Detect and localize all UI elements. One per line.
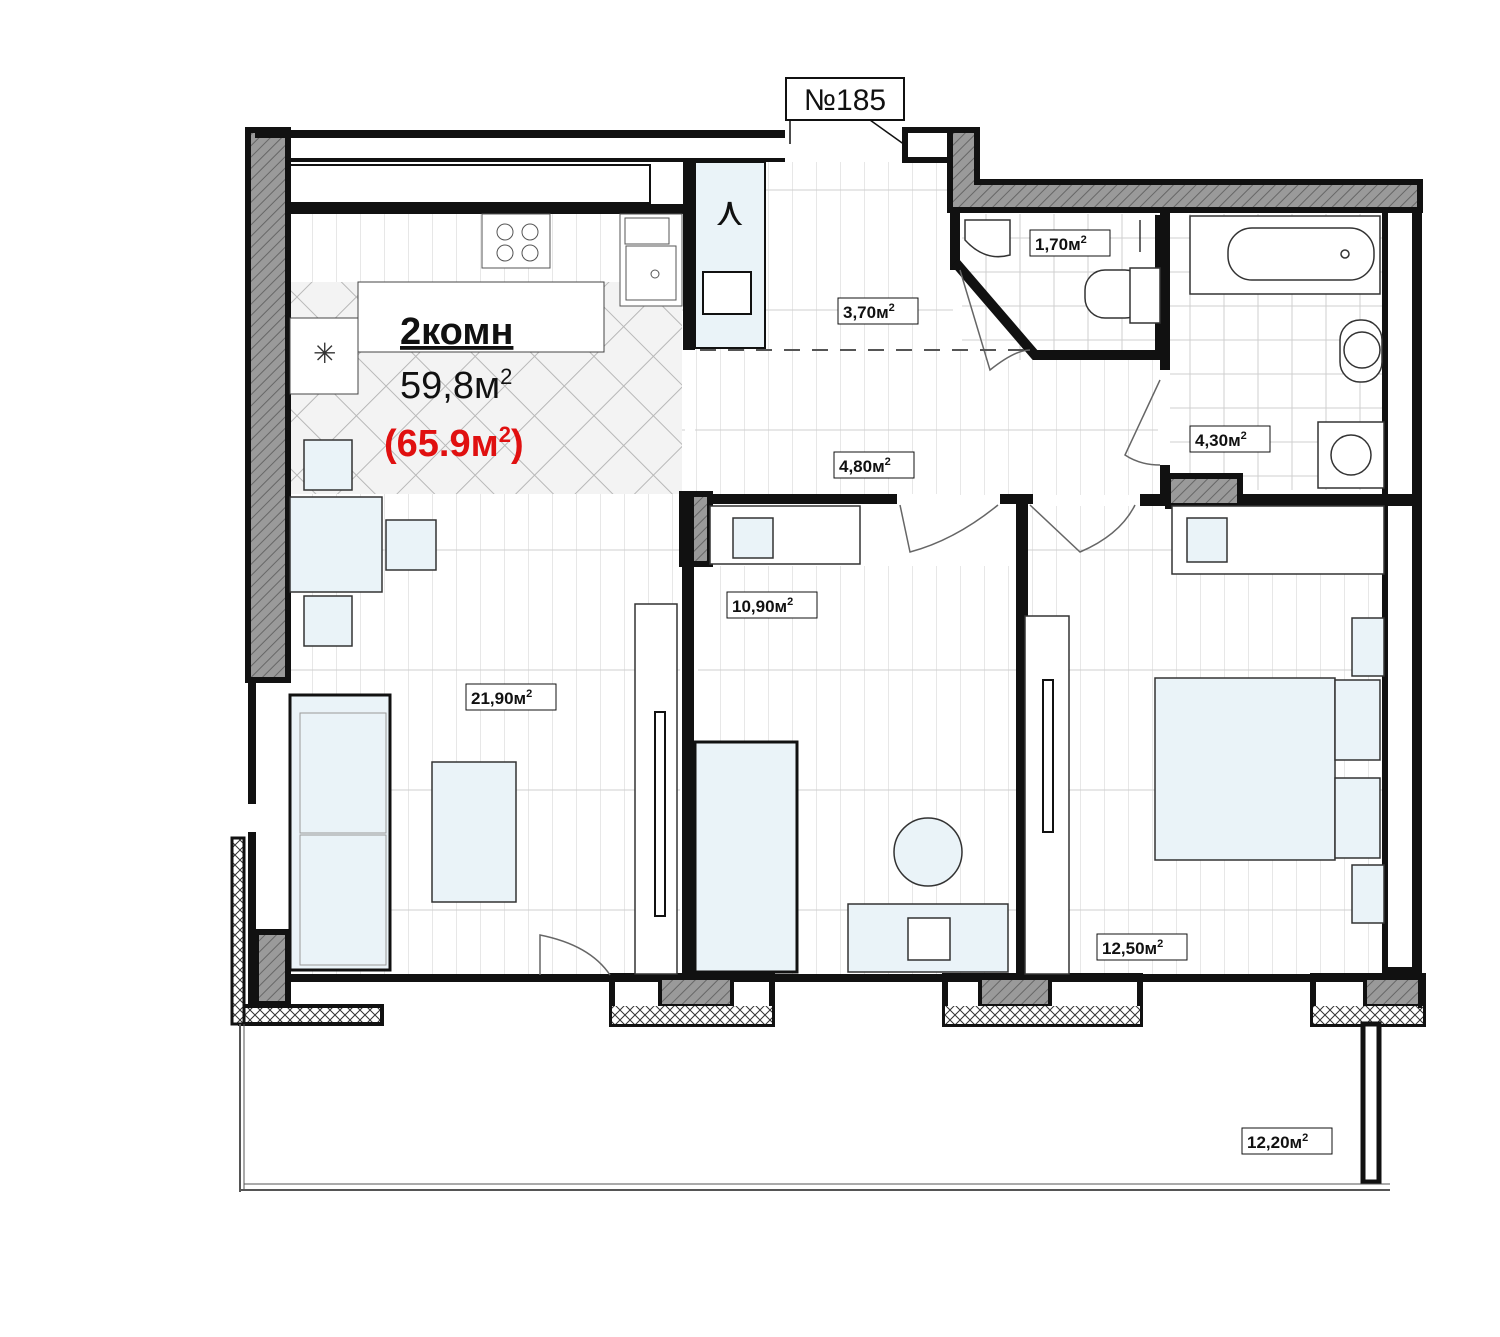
stove-icon bbox=[481, 213, 551, 269]
room-area-bathroom-small: 1,70м2 bbox=[1035, 234, 1087, 254]
room-area-bedroom: 12,50м2 bbox=[1102, 938, 1163, 958]
living-furniture bbox=[288, 439, 678, 975]
walls bbox=[230, 127, 1426, 1192]
room-area-closet: 3,70м2 bbox=[843, 302, 895, 322]
room-area-loggia: 12,20м2 bbox=[1247, 1132, 1308, 1152]
apartment-total-area: (65.9м2) bbox=[384, 422, 524, 465]
hallway-closet: ⋏ bbox=[694, 161, 766, 349]
room-area-hallway: 4,80м2 bbox=[839, 456, 891, 476]
room-area-bathroom: 4,30м2 bbox=[1195, 430, 1247, 450]
bathroom-small-fixtures bbox=[964, 219, 1161, 324]
bedroom-small-furniture bbox=[693, 505, 1009, 974]
door-arcs bbox=[539, 269, 1161, 976]
room-labels: 1,70м2 3,70м2 4,80м2 4,30м2 10,90м2 21,9… bbox=[465, 229, 1333, 1155]
kitchen: ✳ bbox=[289, 164, 683, 395]
floor-finishes bbox=[288, 162, 1410, 974]
bathroom-fixtures bbox=[1189, 215, 1385, 489]
room-area-living-kitchen: 21,90м2 bbox=[471, 688, 532, 708]
apartment-number: №185 bbox=[804, 84, 886, 117]
apartment-type: 2комн bbox=[400, 311, 513, 353]
number-tag: №185 bbox=[785, 77, 906, 146]
hood-icon: ✳ bbox=[313, 338, 336, 369]
svg-text:⋏: ⋏ bbox=[715, 190, 744, 234]
apartment-area: 59,8м2 bbox=[400, 364, 512, 407]
bedroom-furniture bbox=[1024, 505, 1385, 975]
room-area-bedroom-small: 10,90м2 bbox=[732, 596, 793, 616]
fridge-icon bbox=[624, 217, 670, 245]
